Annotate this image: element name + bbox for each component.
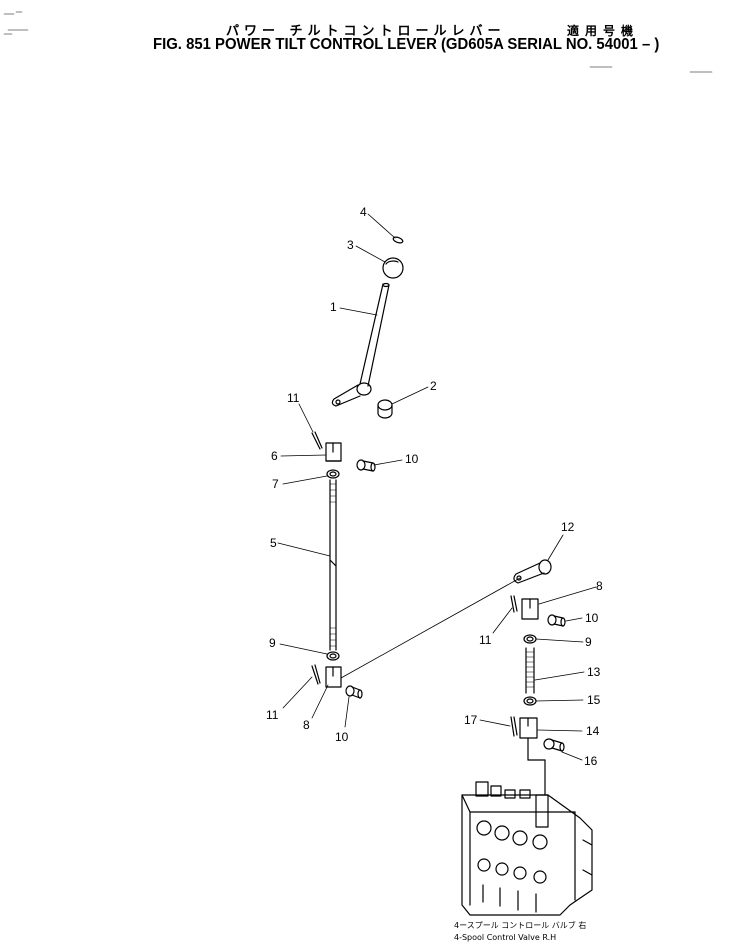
part-12-arm (513, 559, 552, 584)
part-labels: 4 3 1 2 11 6 10 7 5 9 11 8 10 12 8 10 11… (266, 205, 603, 768)
scan-marks (3, 11, 713, 73)
label-part-5: 5 (270, 536, 277, 550)
part-7-nut (326, 469, 340, 479)
label-part-10-right: 10 (585, 611, 599, 625)
label-part-1: 1 (330, 300, 337, 314)
part-10-pin-upper (356, 459, 376, 472)
label-part-8-right: 8 (596, 579, 603, 593)
connection-line (340, 577, 521, 679)
label-part-17: 17 (464, 713, 478, 727)
label-part-15: 15 (587, 693, 601, 707)
part-8-yoke-right (521, 598, 539, 620)
title-japanese: パワー チルトコントロールレバー (226, 24, 506, 39)
label-part-7: 7 (272, 477, 279, 491)
label-part-8-left: 8 (303, 718, 310, 732)
part-3-knob (382, 257, 404, 279)
part-16-bolt (543, 738, 565, 752)
part-11-cotter-pin-right (510, 595, 518, 613)
part-4-pin (392, 236, 404, 244)
part-17-cotter-pin (510, 716, 518, 737)
label-part-10-lower: 10 (335, 730, 349, 744)
part-9-nut-right (523, 634, 537, 644)
label-part-4: 4 (360, 205, 367, 219)
label-part-11-right: 11 (479, 633, 492, 647)
title-applicability-japanese: 適用号機 (567, 24, 640, 38)
label-part-12: 12 (561, 520, 575, 534)
label-part-9-right: 9 (585, 635, 592, 649)
part-9-nut-left (326, 651, 340, 661)
label-part-13: 13 (587, 665, 601, 679)
label-part-9-left: 9 (269, 636, 276, 650)
label-part-14: 14 (586, 724, 600, 738)
control-valve-4-spool (461, 781, 593, 916)
part-6-yoke (325, 442, 342, 462)
label-part-3: 3 (347, 238, 354, 252)
valve-caption-english: 4-Spool Control Valve R.H (454, 933, 556, 942)
part-11-cotter-pin-upper (311, 431, 323, 450)
part-10-pin-right (547, 614, 566, 627)
part-15-nut (523, 696, 537, 706)
part-14-clevis (519, 717, 546, 796)
label-part-6: 6 (271, 449, 278, 463)
label-part-11-upper: 11 (287, 391, 300, 405)
part-1-lever (331, 282, 390, 407)
label-part-10-upper: 10 (405, 452, 419, 466)
figure-title: FIG. 851 POWER TILT CONTROL LEVER (GD605… (153, 36, 660, 53)
part-2-bushing (377, 399, 393, 419)
label-part-16: 16 (584, 754, 598, 768)
label-part-2: 2 (430, 379, 437, 393)
part-10-pin-lower (345, 685, 363, 699)
label-part-11-lower: 11 (266, 708, 279, 722)
part-13-rod (525, 647, 535, 694)
valve-caption-japanese: 4ースプール コントロール バルブ 右 (454, 920, 586, 930)
leader-lines (277, 213, 597, 761)
part-11-cotter-pin-lower (311, 664, 321, 685)
part-8-yoke-left (325, 666, 342, 688)
part-5-rod (329, 479, 337, 651)
